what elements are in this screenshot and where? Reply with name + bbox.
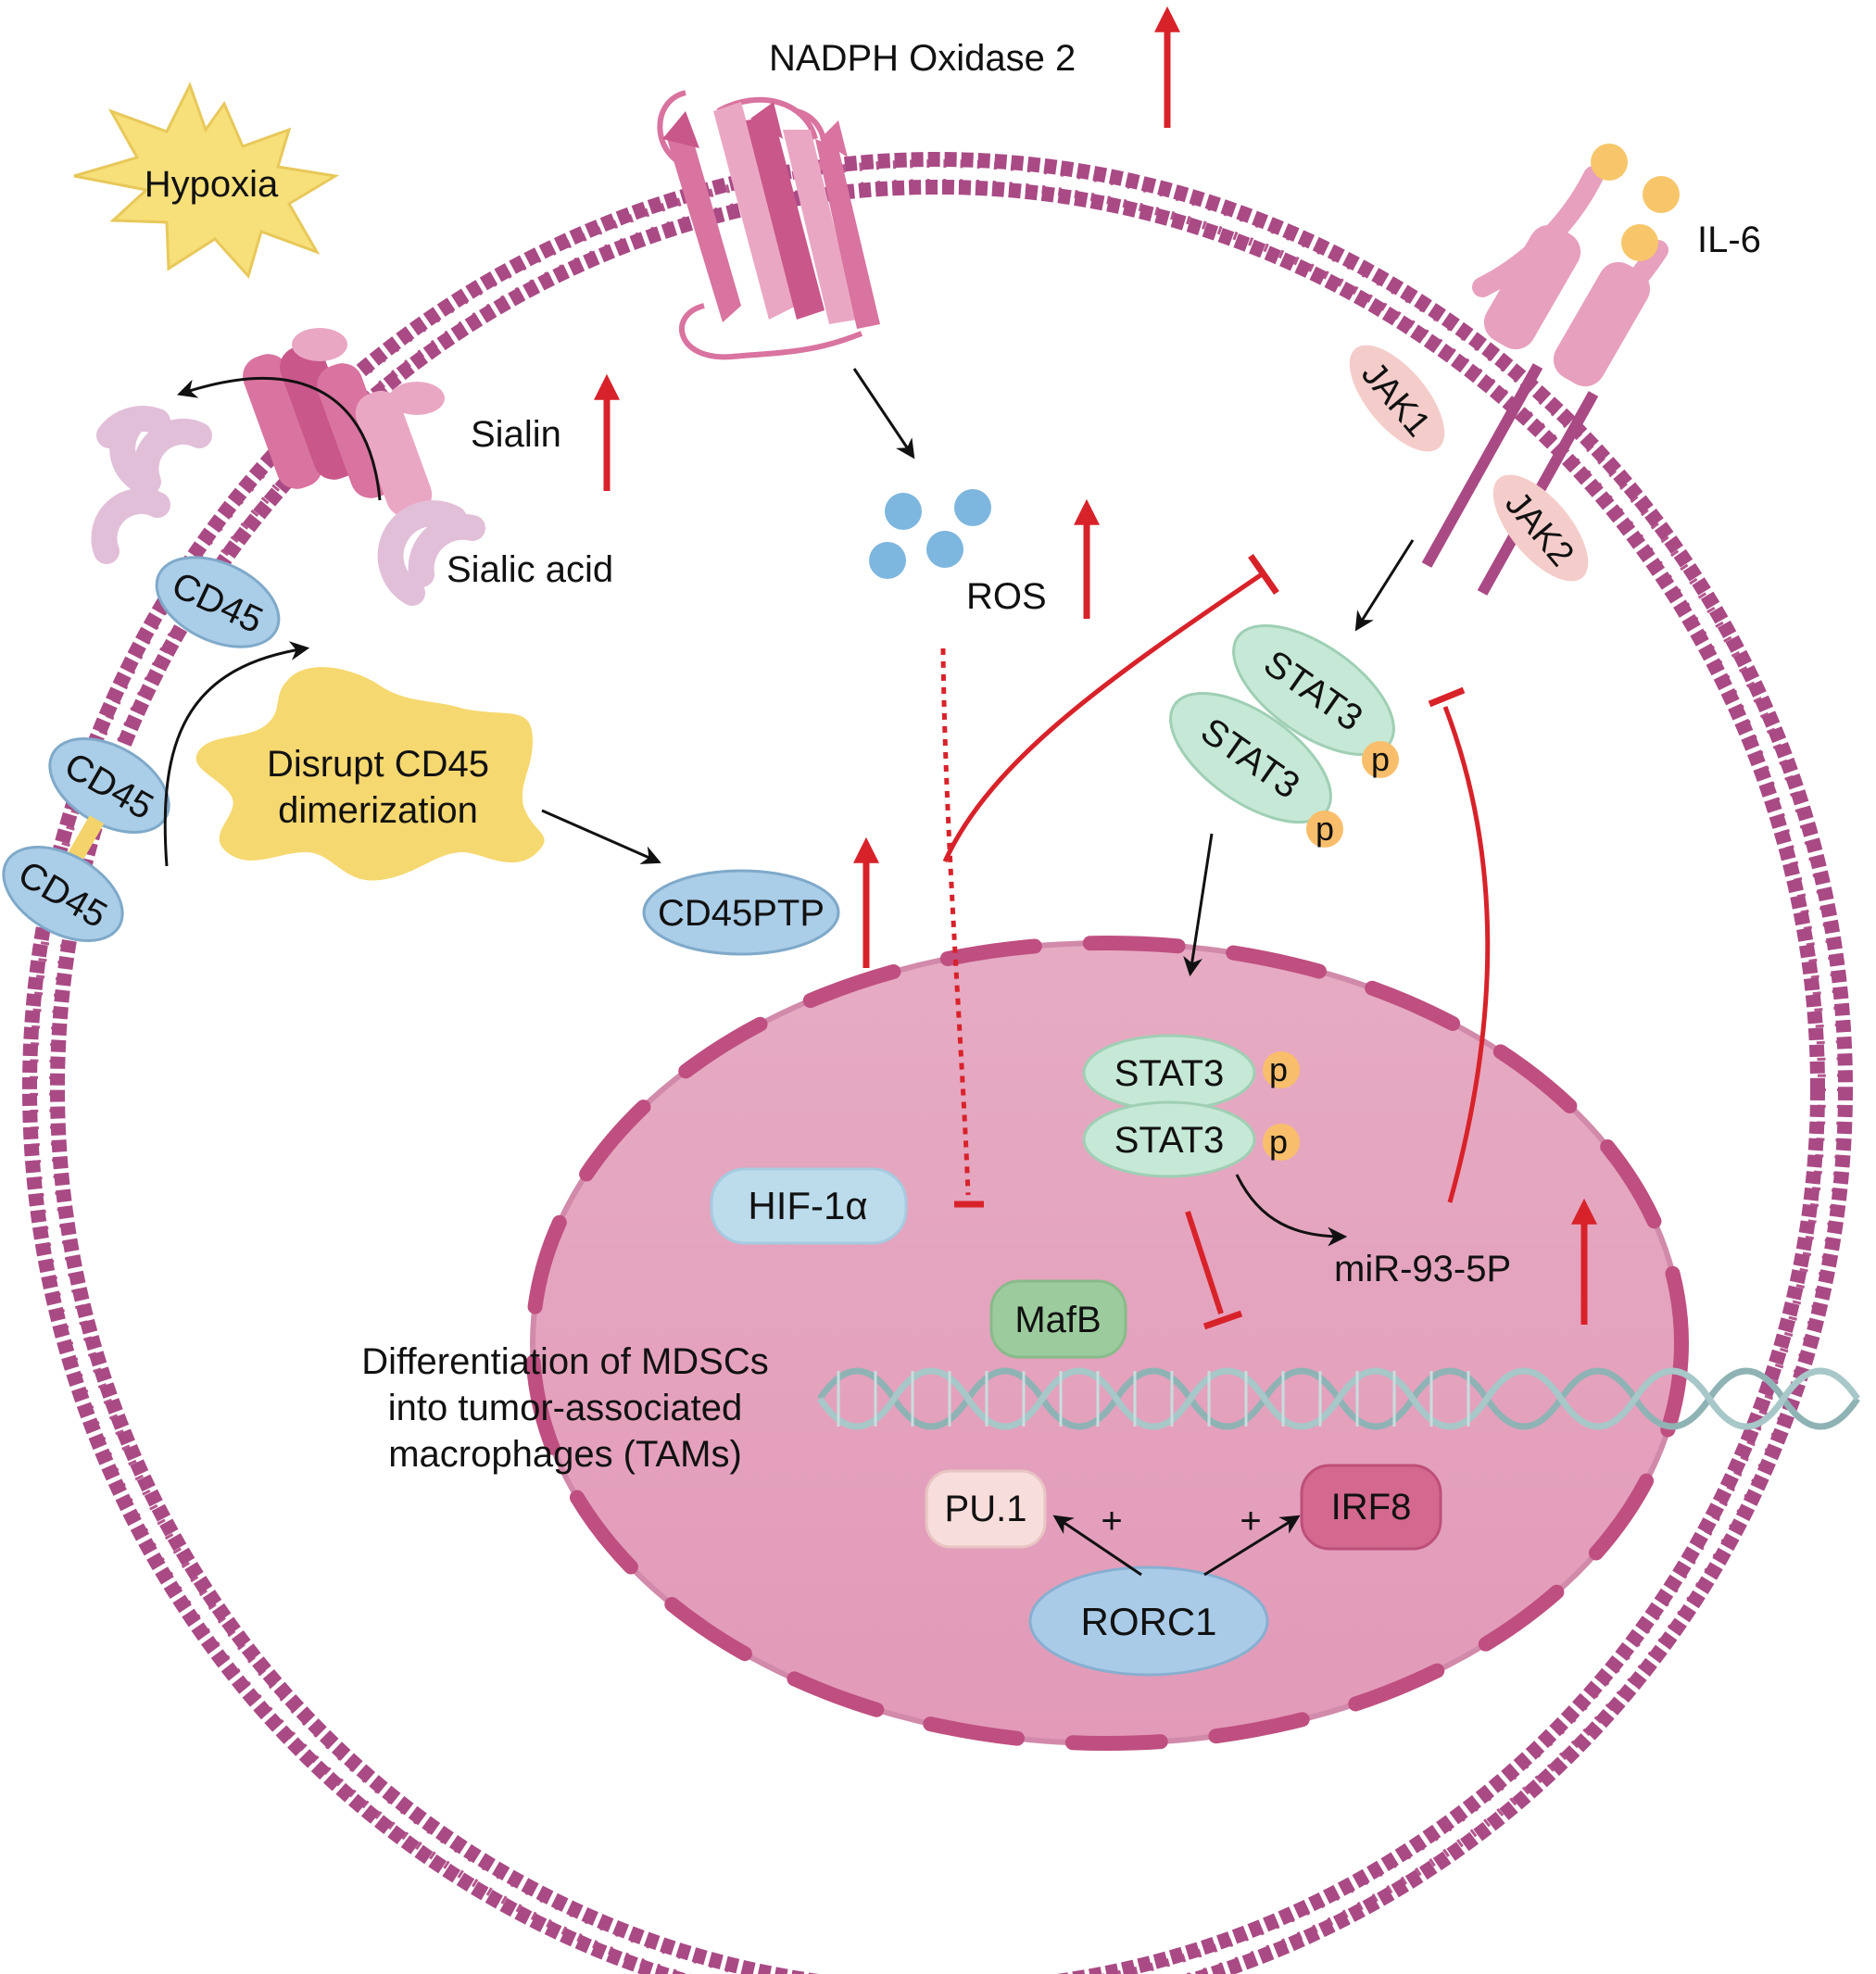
ros-molecules-icon (869, 489, 991, 579)
differentiation-line1: Differentiation of MDSCs (361, 1341, 768, 1382)
plus-sign-left: + (1101, 1501, 1122, 1541)
sialic-acid-label: Sialic acid (447, 549, 613, 590)
plus-sign-right: + (1240, 1501, 1261, 1541)
dna-helix-icon (817, 1367, 1860, 1430)
phospho-badge: p (1263, 1123, 1300, 1161)
rorc1-to-pu1-arrow (1052, 1515, 1142, 1577)
disrupt-to-cd45ptp-arrow (541, 809, 661, 864)
svg-text:RORC1: RORC1 (1080, 1600, 1216, 1643)
sialin-transport-arrow (177, 377, 382, 501)
mir-inhibition-bar (1428, 686, 1466, 708)
hif1a-protein: HIF-1α (710, 1167, 908, 1245)
nadph-to-ros-arrow (852, 368, 915, 459)
phospho-badge: p (1362, 740, 1399, 778)
cd45-monomer-arrow (163, 641, 310, 867)
pu1-protein: PU.1 (925, 1469, 1047, 1549)
sialin-label: Sialin (471, 414, 561, 455)
svg-text:p: p (1269, 1050, 1288, 1088)
svg-text:IRF8: IRF8 (1331, 1487, 1412, 1528)
cd45ptp-inhibition-curve (942, 570, 1266, 863)
cd45ptp-inhibition-bar (1248, 553, 1279, 596)
svg-text:p: p (1371, 740, 1390, 778)
ros-label: ROS (966, 576, 1047, 617)
rorc1-protein: RORC1 (1028, 1565, 1269, 1677)
mir-inhibition-curve (1442, 706, 1491, 1203)
nadph-oxidase-label: NADPH Oxidase 2 (769, 38, 1076, 79)
svg-text:STAT3: STAT3 (1114, 1053, 1225, 1094)
disrupt-line1: Disrupt CD45 (267, 744, 489, 785)
ros-inhibition-dotted (940, 648, 971, 1196)
stat3-dna-inhibition-bar (1202, 1310, 1243, 1330)
hypoxia-burst-icon (73, 82, 340, 280)
phospho-badge: p (1306, 810, 1343, 848)
stat3-to-mir-arrow (1235, 1174, 1348, 1247)
stat3-nuclear-upper: STAT3 (1082, 1034, 1256, 1112)
disrupt-cd45-blob (195, 667, 545, 881)
mafb-protein: MafB (989, 1279, 1127, 1359)
il6-label: IL-6 (1697, 220, 1761, 260)
disrupt-line2: dimerization (278, 790, 478, 831)
svg-text:STAT3: STAT3 (1114, 1120, 1225, 1161)
rorc1-to-irf8-arrow (1203, 1515, 1301, 1577)
mir-label: miR-93-5P (1334, 1249, 1511, 1289)
svg-text:CD45PTP: CD45PTP (658, 893, 825, 934)
stat3-dna-inhibition-line (1185, 1211, 1224, 1314)
nadph-oxidase-icon (657, 90, 880, 360)
svg-text:PU.1: PU.1 (945, 1489, 1027, 1529)
cd45-protein: CD45 (155, 556, 281, 648)
sialin-transporter-icon (243, 328, 445, 518)
stat3-translocation-arrow (1183, 833, 1214, 977)
il6-ligand-icon (1591, 144, 1680, 261)
jak-to-stat3-arrow (1354, 539, 1415, 632)
cd45ptp-protein: CD45PTP (642, 869, 840, 956)
svg-text:MafB: MafB (1014, 1300, 1101, 1340)
differentiation-line3: macrophages (TAMs) (388, 1434, 742, 1475)
irf8-protein: IRF8 (1300, 1464, 1442, 1551)
svg-text:p: p (1316, 810, 1334, 848)
svg-text:p: p (1269, 1123, 1288, 1161)
differentiation-line2: into tumor-associated (388, 1388, 742, 1428)
hypoxia-label: Hypoxia (145, 164, 279, 205)
cell-membrane (22, 152, 1853, 1974)
svg-text:HIF-1α: HIF-1α (748, 1184, 867, 1227)
phospho-badge: p (1263, 1050, 1300, 1088)
sialic-acid-icon (96, 406, 467, 606)
stat3-nuclear-lower: STAT3 (1082, 1100, 1256, 1178)
